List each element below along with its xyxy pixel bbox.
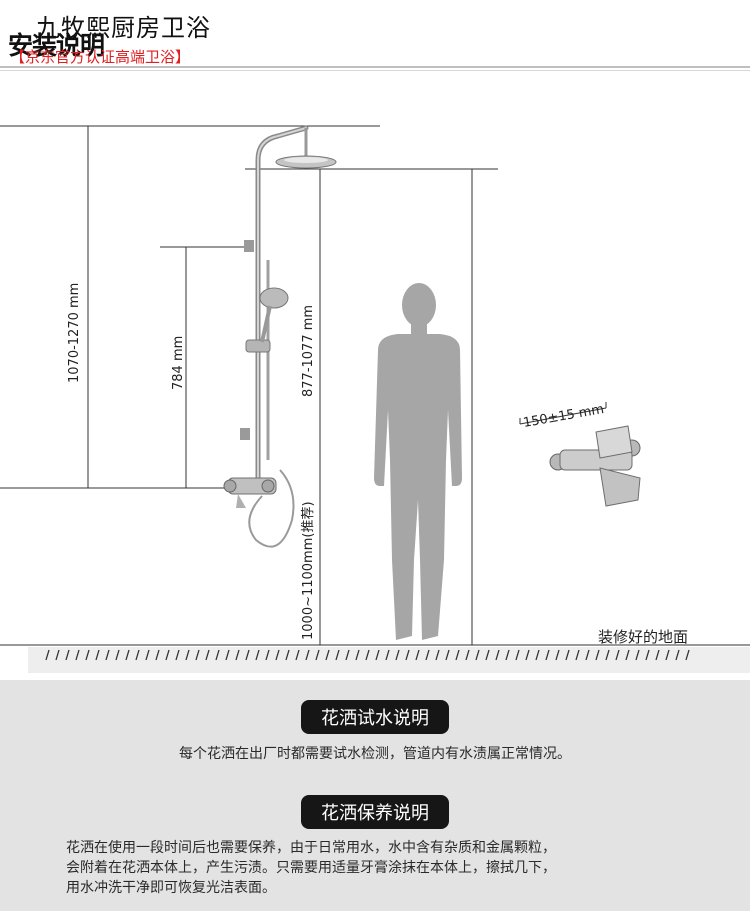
header-divider-thin xyxy=(0,70,750,71)
maintenance-line: 会附着在花洒本体上，产生污渍。只需要用适量牙膏涂抹在本体上，擦拭几下， xyxy=(66,860,556,876)
store-name: 九牧熙厨房卫浴 xyxy=(36,14,211,42)
page-title: 安装说明 xyxy=(8,31,105,60)
maintenance-line: 花洒在使用一段时间后也需要保养，由于日常用水，水中含有杂质和金属颗粒， xyxy=(66,840,556,856)
floor-label: 装修好的地面 xyxy=(598,628,689,646)
dimension-lines xyxy=(0,125,750,646)
store-tag: 【京东官方认证高端卫浴】 xyxy=(10,48,191,66)
dim-total-height: 1070-1270 mm xyxy=(67,283,82,383)
maintenance-title: 花洒保养说明 xyxy=(301,795,449,829)
water-test-text: 每个花洒在出厂时都需要试水检测，管道内有水渍属正常情况。 xyxy=(179,746,571,762)
dim-slide-bar: 784 mm xyxy=(171,336,186,390)
hose-icon xyxy=(248,469,295,548)
dim-shower-head: 877-1077 mm xyxy=(301,305,316,397)
bath-mixer-icon xyxy=(519,402,641,507)
header-divider xyxy=(0,66,750,68)
water-test-title: 花洒试水说明 xyxy=(301,700,449,734)
dim-mixer-height: 1000~1100mm(推荐) xyxy=(301,501,316,640)
maintenance-line: 用水冲洗干净即可恢复光洁表面。 xyxy=(66,880,276,896)
shower-set xyxy=(223,125,337,548)
human-silhouette-icon xyxy=(374,283,462,640)
installation-diagram: 1070-1270 mm 784 mm 877-1077 mm 1000~110… xyxy=(0,125,750,673)
maintenance-text: 花洒在使用一段时间后也需要保养，由于日常用水，水中含有杂质和金属颗粒， 会附着在… xyxy=(66,838,706,898)
floor-hatch xyxy=(45,649,690,661)
hand-shower-icon xyxy=(259,287,289,309)
dim-inlet-spacing: 150±15 mm xyxy=(522,402,605,431)
slider-holder-icon xyxy=(245,339,271,353)
care-instructions-section: 花洒试水说明 每个花洒在出厂时都需要试水检测，管道内有水渍属正常情况。 花洒保养… xyxy=(0,680,750,911)
